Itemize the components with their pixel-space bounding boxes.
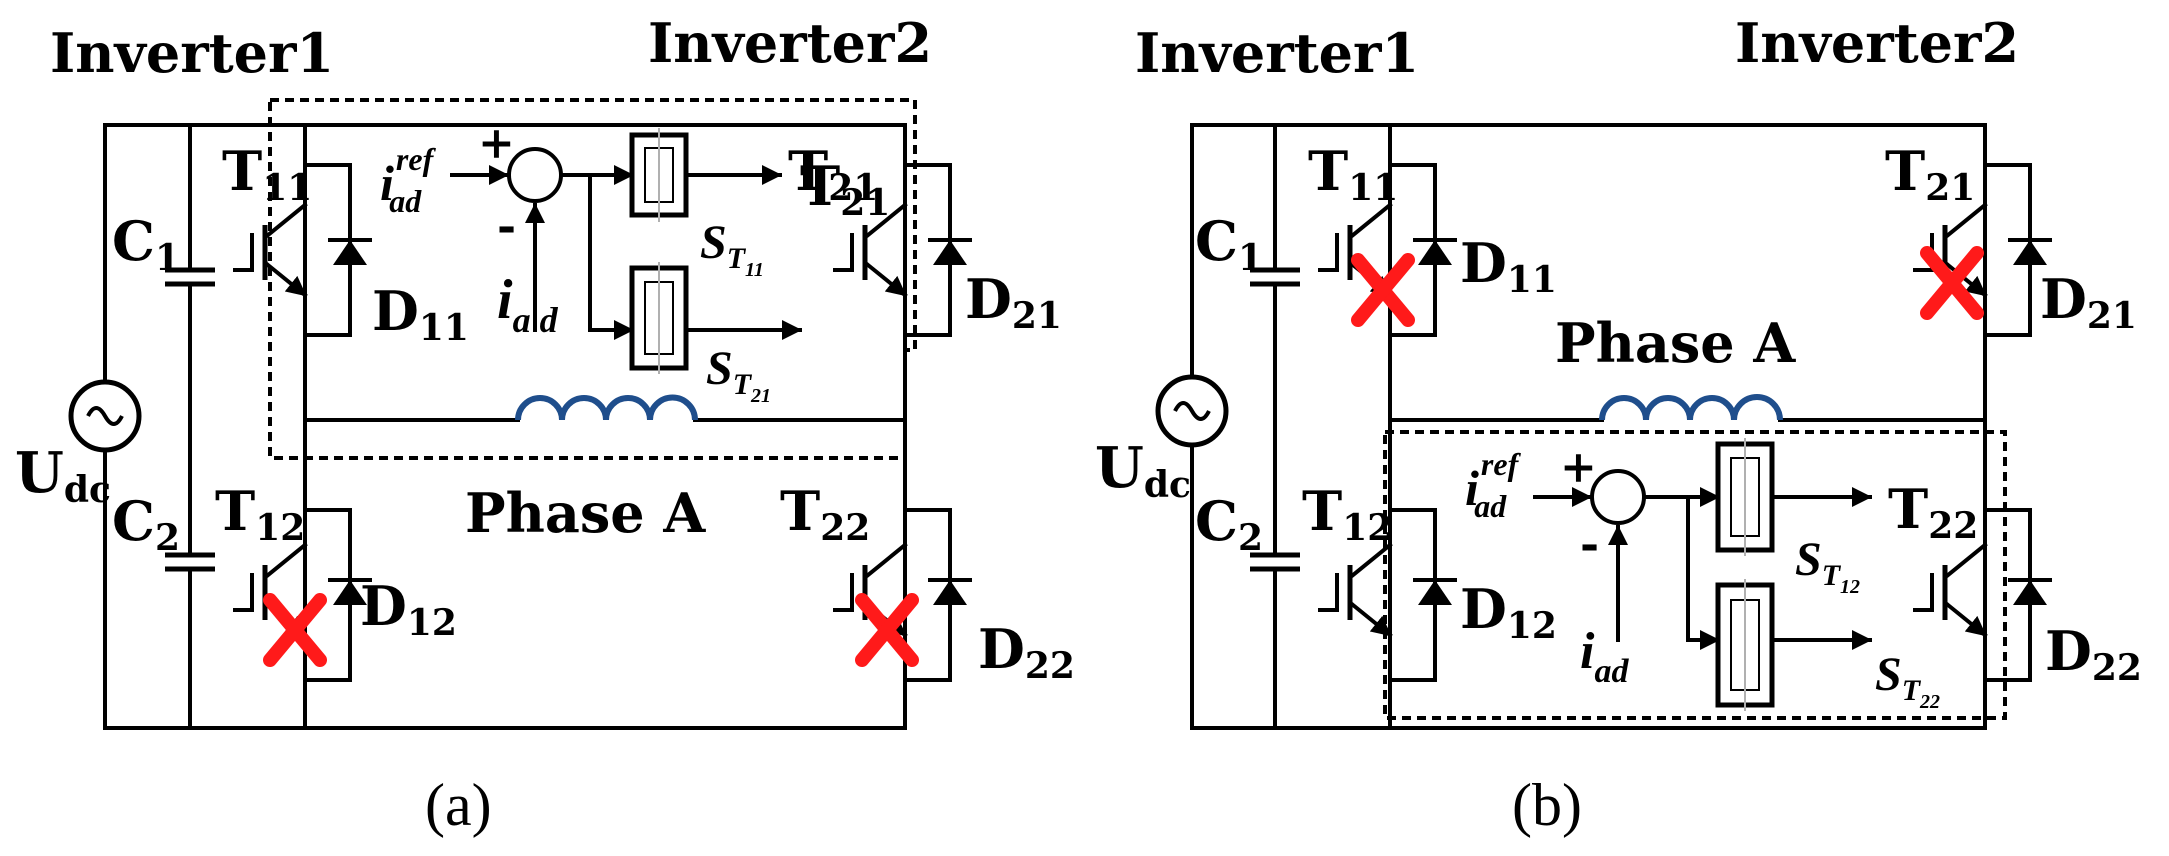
meas-current-label: ia d	[497, 269, 559, 340]
t12-label: T12	[1302, 479, 1392, 549]
comparator-1	[629, 128, 689, 222]
panel-a: Inverter1 Inverter2 Udc	[15, 11, 1075, 838]
panel-b: Inverter1 Inverter2 Udc C1	[1095, 11, 2142, 838]
plus-sign: +	[478, 118, 515, 169]
t11-label: T11	[1308, 139, 1398, 209]
c2-label: C2	[1195, 489, 1263, 559]
inductor	[1599, 394, 1783, 421]
t12-label: T12	[215, 479, 305, 549]
gate-signal-2: ST22	[1875, 648, 1940, 713]
minus-sign: -	[1580, 517, 1599, 571]
igbt-t22	[1913, 508, 2032, 682]
udc-label: Udc	[1095, 435, 1191, 506]
diode-d21	[928, 238, 972, 265]
gate-signal-1: ST12	[1795, 533, 1860, 598]
comparator-1	[1715, 438, 1775, 556]
ac-source-icon	[68, 379, 142, 453]
plus-sign: +	[1560, 442, 1597, 493]
cross-icon	[1351, 253, 1415, 327]
minus-sign: -	[497, 199, 516, 253]
d22-label: D22	[978, 617, 1075, 687]
diode-d12	[1413, 578, 1457, 605]
udc-label: Udc	[15, 440, 111, 511]
circuit-wiring	[1190, 123, 1987, 730]
inductor	[515, 394, 698, 421]
inverter1-title: Inverter1	[50, 21, 334, 85]
current-controller	[450, 147, 802, 340]
c1-label: C1	[1195, 209, 1263, 279]
control-region	[268, 98, 917, 460]
control-region	[1383, 430, 2007, 720]
d12-label: D12	[360, 574, 457, 644]
t11-label: T11	[222, 139, 312, 209]
caption-a: (a)	[425, 772, 492, 838]
comparator-2	[629, 262, 689, 374]
ac-source-icon	[1155, 374, 1229, 448]
c1-label: C1	[112, 209, 180, 279]
cross-icon	[263, 593, 327, 667]
diode-d12	[328, 578, 372, 605]
c2-label: C2	[112, 489, 180, 559]
inverter2-title: Inverter2	[648, 11, 932, 75]
phase-label: Phase A	[1555, 311, 1796, 375]
meas-current-label: iad	[1580, 623, 1629, 690]
inverter1-title: Inverter1	[1135, 21, 1419, 85]
diode-d21	[2008, 238, 2052, 265]
d22-label: D22	[2045, 619, 2142, 689]
phase-label: Phase A	[465, 481, 706, 545]
caption-b: (b)	[1512, 772, 1582, 838]
inverter2-title: Inverter2	[1735, 11, 2019, 75]
diode-d22	[2008, 578, 2052, 605]
comparator-2	[1715, 579, 1775, 711]
d21-label: D21	[965, 267, 1062, 337]
current-controller	[1533, 469, 1872, 650]
gate-signal-1: ST11	[700, 216, 764, 281]
diode-d11	[1413, 238, 1457, 265]
cross-icon	[855, 593, 919, 667]
t21-label: T21	[800, 154, 890, 224]
capacitor-c2	[1250, 552, 1300, 572]
cross-icon	[1920, 246, 1984, 320]
capacitor-c1	[1250, 267, 1300, 287]
capacitor-c1	[165, 267, 215, 287]
gate-target-label: T21	[788, 139, 878, 209]
diode-d11	[328, 238, 372, 265]
gate-signal-2: ST21	[706, 342, 771, 407]
t21-label: T21	[1885, 139, 1975, 209]
d11-label: D11	[1460, 231, 1557, 301]
t22-label: T22	[780, 479, 870, 549]
d21-label: D21	[2040, 267, 2137, 337]
capacitor-c2	[165, 552, 215, 572]
t22-label: T22	[1888, 477, 1978, 547]
d11-label: D11	[372, 279, 469, 349]
d12-label: D12	[1460, 577, 1557, 647]
diode-d22	[928, 578, 972, 605]
